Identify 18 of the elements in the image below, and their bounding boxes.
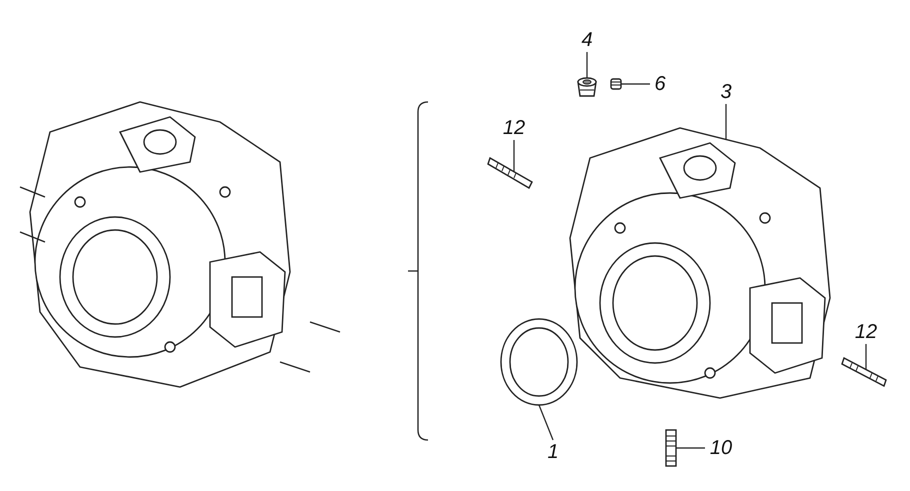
- leader-line: [725, 104, 727, 140]
- leader-line: [676, 447, 705, 449]
- callout-number: 1: [544, 440, 562, 464]
- leader-line: [621, 83, 650, 85]
- leader-line: [865, 344, 867, 369]
- callout-number: 6: [650, 72, 670, 96]
- leader-line: [513, 140, 515, 172]
- plug-drawing: [575, 76, 599, 98]
- callout-number: 12: [852, 320, 880, 344]
- plug-drawing: [608, 76, 624, 92]
- leader-line: [538, 404, 554, 440]
- callout-number: 10: [705, 436, 737, 460]
- stud-drawing: [664, 428, 678, 468]
- leader-line: [586, 52, 588, 78]
- callout-number: 12: [500, 116, 528, 140]
- callout-number: 3: [716, 80, 736, 104]
- stud-drawing: [842, 354, 888, 390]
- callout-number: 4: [577, 28, 597, 52]
